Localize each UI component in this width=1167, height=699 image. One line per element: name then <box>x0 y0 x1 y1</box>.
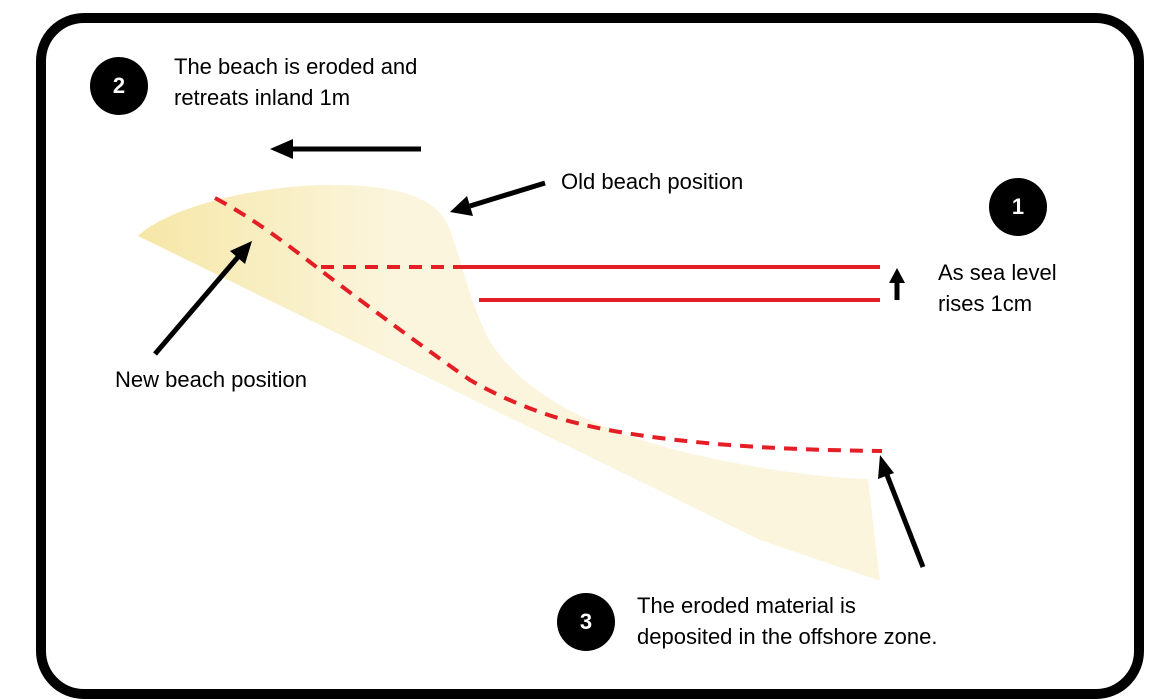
step-1-text: As sea level rises 1cm <box>938 260 1057 316</box>
retreat-arrow-icon <box>270 139 421 159</box>
old-beach-arrow-icon <box>450 180 546 216</box>
sea-level-rise-arrow-icon <box>889 268 905 300</box>
old-beach-label: Old beach position <box>561 169 744 194</box>
new-beach-label: New beach position <box>115 367 308 392</box>
step-2-text: The beach is eroded and retreats inland … <box>174 54 418 110</box>
deposit-arrow-icon <box>878 455 926 568</box>
diagram-frame <box>36 13 1144 699</box>
new-beach-arrow-icon <box>153 241 252 356</box>
step-2-badge: 2 <box>90 57 148 115</box>
new-beach-profile <box>214 196 883 453</box>
old-beach-profile <box>138 185 880 581</box>
step-1-badge: 1 <box>989 178 1047 236</box>
step-3-text: The eroded material is deposited in the … <box>637 593 938 649</box>
step-3-badge: 3 <box>557 593 615 651</box>
